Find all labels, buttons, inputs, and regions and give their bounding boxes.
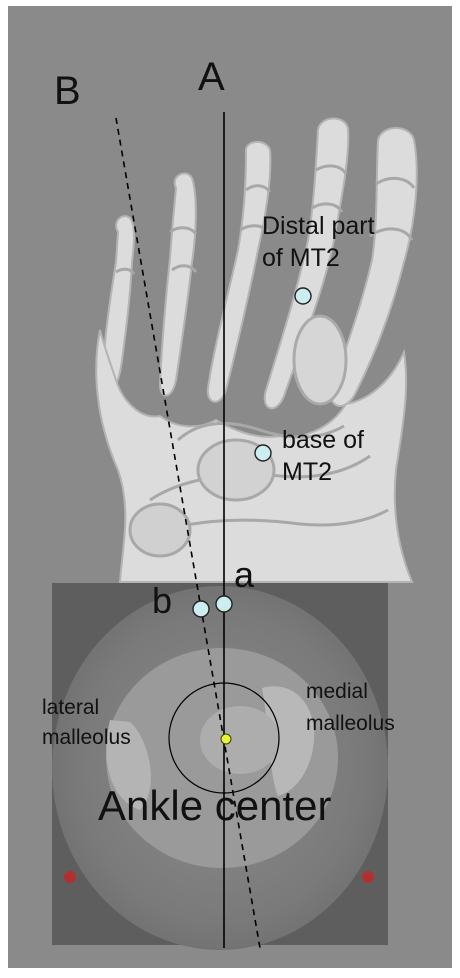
label-base-mt2-2: MT2: [282, 458, 332, 487]
label-point-b: b: [152, 580, 172, 621]
point-b-marker: [193, 601, 209, 617]
label-distal-mt2-2: of MT2: [262, 244, 340, 273]
label-base-mt2-1: base of: [282, 426, 364, 455]
bone-core: [200, 706, 280, 774]
label-line-b: B: [54, 68, 81, 114]
fiducial-marker-right: [362, 871, 374, 883]
point-a-marker: [216, 596, 232, 612]
distal-mt2-marker: [295, 288, 311, 304]
ankle-center-point: [221, 734, 231, 744]
label-lateral-1: lateral: [42, 696, 99, 720]
label-line-a: A: [198, 54, 225, 100]
label-point-a: a: [234, 554, 254, 595]
label-medial-2: malleolus: [306, 712, 395, 736]
base-mt2-marker: [255, 445, 271, 461]
label-lateral-2: malleolus: [42, 726, 131, 750]
fiducial-marker-left: [64, 871, 76, 883]
label-distal-mt2-1: Distal part: [262, 212, 375, 241]
ct-slice: [52, 583, 388, 950]
label-ankle-center: Ankle center: [98, 782, 331, 830]
label-medial-1: medial: [306, 680, 368, 704]
